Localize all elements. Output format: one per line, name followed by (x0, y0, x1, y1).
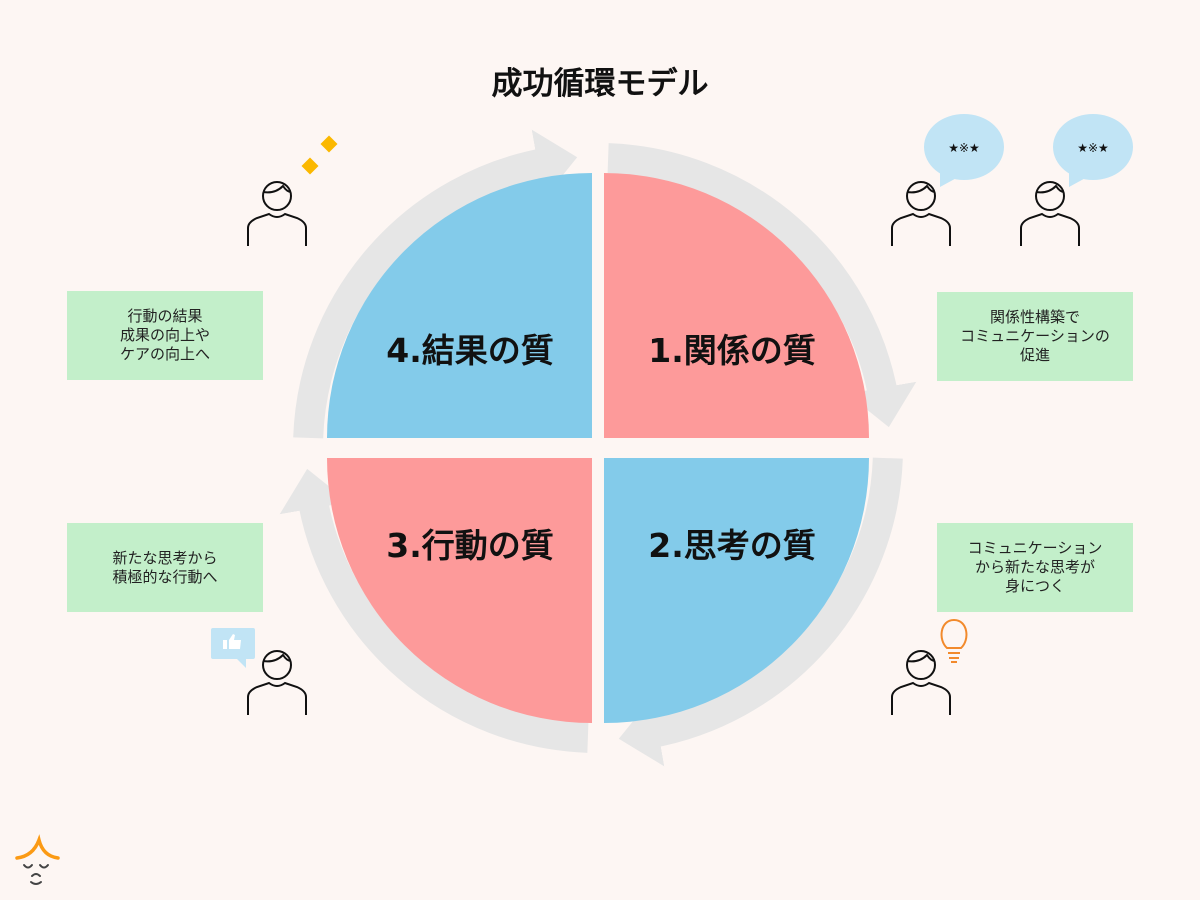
person-icon (1020, 181, 1080, 246)
note-thinking: コミュニケーション から新たな思考が 身につく (937, 523, 1133, 612)
speech-bubble-icon (924, 114, 1133, 187)
quadrant-3 (327, 458, 592, 723)
cycle-arrow (293, 129, 578, 439)
cycle-ring (279, 129, 917, 767)
quadrant-4 (327, 173, 592, 438)
note-result: 行動の結果 成果の向上や ケアの向上へ (67, 291, 263, 380)
speech-bubble-text: ★※★ (948, 141, 980, 155)
quadrant-label: 2.思考の質 (648, 526, 816, 565)
quadrant-1 (604, 173, 869, 438)
note-relationship: 関係性構築で コミュニケーションの 促進 (937, 292, 1133, 381)
quadrant-2 (604, 458, 869, 723)
person-icon (247, 650, 307, 715)
thumbs-up-icon (211, 628, 255, 668)
person-icon (247, 181, 307, 246)
cycle-arrow (279, 468, 589, 753)
speech-bubble-text: ★※★ (1077, 141, 1109, 155)
sparkle-icon (301, 135, 338, 175)
person-icon (891, 181, 951, 246)
cycle-arrow (618, 457, 903, 767)
quadrant-label: 1.関係の質 (648, 331, 816, 370)
cycle-arrow (607, 143, 917, 428)
person-icon (891, 650, 951, 715)
page-title: 成功循環モデル (491, 66, 709, 102)
quadrant-label: 4.結果の質 (386, 331, 554, 370)
logo-face-icon (15, 834, 60, 885)
note-action: 新たな思考から 積極的な行動へ (67, 523, 263, 612)
lightbulb-icon (940, 618, 968, 663)
quadrant-label: 3.行動の質 (386, 526, 554, 565)
